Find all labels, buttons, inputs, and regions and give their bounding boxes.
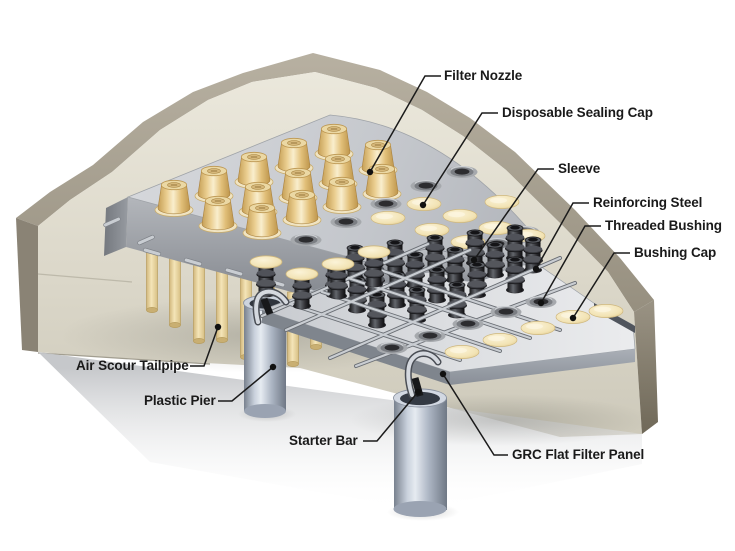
leader-filter-nozzle xyxy=(369,75,441,173)
block-left-face xyxy=(104,197,128,256)
label-disposable-sealing-cap: Disposable Sealing Cap xyxy=(502,105,653,120)
leader-starter-bar xyxy=(363,391,419,442)
wall-cut-edge-band xyxy=(16,53,654,312)
label-air-scour-tailpipe: Air Scour Tailpipe xyxy=(76,358,189,373)
panel-front-right-edge xyxy=(450,349,635,385)
leader-disposable-sealing-cap xyxy=(422,112,498,206)
leader-plastic-pier xyxy=(218,366,274,402)
starter-bar-left xyxy=(252,288,290,326)
leader-threaded-bushing xyxy=(540,225,601,304)
leader-grc-flat-filter-panel xyxy=(442,373,508,456)
label-threaded-bushing: Threaded Bushing xyxy=(605,218,722,233)
wall-left-cut-face xyxy=(16,218,38,352)
leader-dots xyxy=(214,168,577,396)
plastic-pier-front xyxy=(387,350,459,521)
leader-lines xyxy=(190,75,630,456)
label-sleeve: Sleeve xyxy=(558,161,601,176)
leader-bushing-cap xyxy=(572,252,630,319)
block-front-face xyxy=(126,197,345,306)
label-starter-bar: Starter Bar xyxy=(289,433,358,448)
wall-right-cut-face xyxy=(634,300,658,434)
label-plastic-pier: Plastic Pier xyxy=(144,393,216,408)
tank-floor xyxy=(38,352,642,510)
wall-ledge-seam xyxy=(37,273,133,283)
leader-air-scour-tailpipe xyxy=(190,326,219,367)
leader-sleeve xyxy=(473,168,554,261)
leader-reinforcing-steel xyxy=(535,202,589,270)
label-reinforcing-steel: Reinforcing Steel xyxy=(593,195,703,210)
label-grc-flat-filter-panel: GRC Flat Filter Panel xyxy=(512,447,645,462)
label-filter-nozzle: Filter Nozzle xyxy=(444,68,523,83)
label-bushing-cap: Bushing Cap xyxy=(634,245,717,260)
